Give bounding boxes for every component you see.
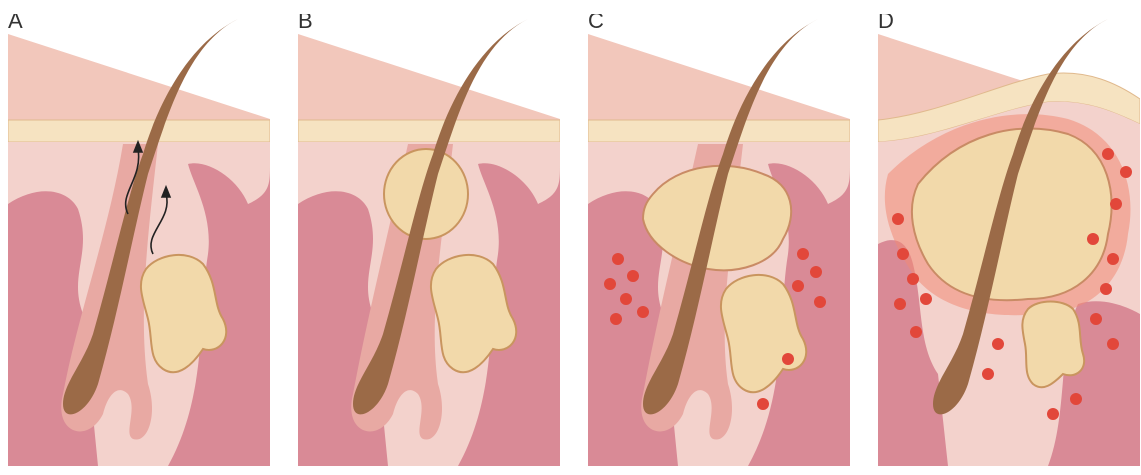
follicle-illustration-a xyxy=(8,14,270,466)
cream-layer xyxy=(588,120,850,142)
cream-layer xyxy=(298,120,560,142)
panel-label: C xyxy=(588,14,604,32)
panel-b: B xyxy=(298,14,560,466)
sebaceous-gland xyxy=(1022,302,1084,388)
cream-layer xyxy=(8,120,270,142)
follicle-illustration-b xyxy=(298,14,560,466)
panel-c: C xyxy=(588,14,850,466)
panel-d: D xyxy=(878,14,1140,466)
epidermis-surface xyxy=(588,34,850,134)
panel-label: D xyxy=(878,14,894,32)
panel-label: A xyxy=(8,14,23,32)
panel-a: A xyxy=(8,14,270,466)
epidermis-surface xyxy=(8,34,270,134)
epidermis-surface xyxy=(298,34,560,134)
panel-label: B xyxy=(298,14,313,32)
follicle-illustration-d xyxy=(878,14,1140,466)
follicle-illustration-c xyxy=(588,14,850,466)
